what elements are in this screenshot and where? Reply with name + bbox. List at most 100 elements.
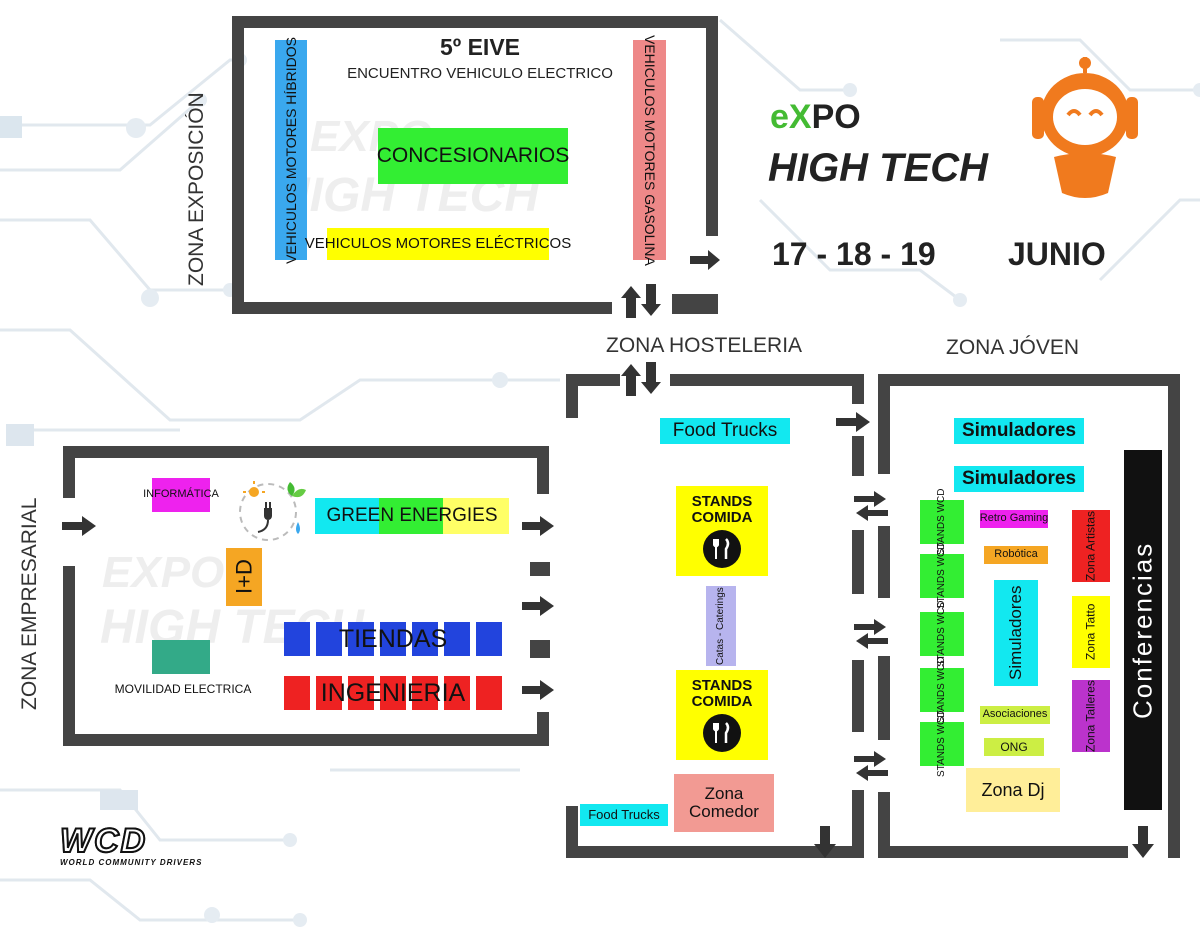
stand-wcd-2[interactable]: STANDS WCD bbox=[920, 543, 964, 609]
arrow-right-icon bbox=[522, 680, 554, 700]
event-month: JUNIO bbox=[1008, 236, 1106, 272]
wall bbox=[566, 806, 578, 858]
wall bbox=[672, 294, 718, 314]
wall bbox=[232, 16, 244, 314]
stand-simuladores-2[interactable]: Simuladores bbox=[954, 466, 1084, 492]
arrow-down-icon bbox=[1132, 826, 1154, 858]
wall bbox=[706, 16, 718, 236]
arrow-exchange-icon bbox=[854, 491, 888, 521]
arrow-right-icon bbox=[836, 412, 870, 432]
stand-food-trucks-top[interactable]: Food Trucks bbox=[660, 418, 790, 444]
stand-label: VEHICULOS MOTORES HÍBRIDOS bbox=[282, 36, 299, 264]
stand-robotica[interactable]: Robótica bbox=[984, 546, 1048, 564]
arrow-exchange-icon bbox=[854, 751, 888, 781]
hightech-logo: HIGH TECH bbox=[768, 146, 988, 190]
wall bbox=[63, 566, 75, 746]
stand-wcd-5[interactable]: STANDS WCD bbox=[920, 711, 964, 777]
wall bbox=[878, 374, 890, 474]
wall bbox=[878, 846, 1128, 858]
wall bbox=[566, 374, 578, 418]
stand-informatica[interactable]: INFORMÁTICA bbox=[143, 478, 219, 512]
wall bbox=[852, 790, 864, 858]
wall bbox=[878, 792, 890, 858]
stand-label: STANDS COMIDA bbox=[691, 677, 753, 710]
wall bbox=[63, 446, 75, 498]
arrow-updown-icon bbox=[621, 284, 661, 318]
wall bbox=[530, 640, 550, 658]
zona-empresarial-label: ZONA EMPRESARIAL bbox=[18, 497, 41, 710]
stand-vehiculos-gasolina[interactable]: VEHICULOS MOTORES GASOLINA bbox=[633, 35, 666, 265]
wall bbox=[537, 446, 549, 494]
green-energy-icon bbox=[239, 481, 306, 541]
wall bbox=[537, 712, 549, 746]
stand-comida-2[interactable]: STANDS COMIDA bbox=[676, 670, 768, 760]
stand-ong[interactable]: ONG bbox=[984, 738, 1044, 756]
zona-tatto[interactable]: Zona Tatto bbox=[1072, 596, 1110, 668]
wall bbox=[852, 660, 864, 732]
zona-talleres[interactable]: Zona Talleres bbox=[1072, 680, 1110, 752]
arrow-down-icon bbox=[814, 826, 836, 858]
wall bbox=[530, 562, 550, 576]
stand-asociaciones[interactable]: Asociaciones bbox=[980, 706, 1050, 724]
arrow-right-icon bbox=[522, 516, 554, 536]
stand-wcd-4[interactable]: STANDS WCD bbox=[920, 657, 964, 723]
robot-mascot-icon bbox=[1032, 57, 1138, 198]
stand-movilidad-electrica[interactable] bbox=[152, 640, 210, 674]
movilidad-electrica-label: MOVILIDAD ELECTRICA bbox=[114, 681, 252, 696]
stand-simuladores-vertical[interactable]: Simuladores bbox=[994, 580, 1038, 686]
wall bbox=[63, 734, 549, 746]
stand-retro-gaming[interactable]: Retro Gaming bbox=[980, 510, 1048, 528]
stand-vehiculos-electricos[interactable]: VEHICULOS MOTORES ELÉCTRICOS bbox=[305, 228, 571, 260]
stand-simuladores-1[interactable]: Simuladores bbox=[954, 418, 1084, 444]
arrow-right-icon bbox=[690, 250, 720, 270]
stand-label: STANDS COMIDA bbox=[691, 493, 753, 526]
wall bbox=[232, 302, 612, 314]
wall bbox=[878, 374, 1180, 386]
wall bbox=[878, 526, 890, 598]
expo-logo: eXPO bbox=[770, 98, 861, 137]
arrow-right-icon bbox=[62, 516, 96, 536]
wall bbox=[852, 530, 864, 594]
wcd-logo: WCD WORLD COMMUNITY DRIVERS bbox=[59, 823, 260, 872]
wall bbox=[566, 846, 864, 858]
stand-green-energies[interactable]: GREEN ENERGIES bbox=[315, 498, 509, 534]
zona-artistas[interactable]: Zona Artistas bbox=[1072, 510, 1110, 582]
wall bbox=[670, 374, 864, 386]
stand-concesionarios[interactable]: CONCESIONARIOS bbox=[377, 128, 569, 184]
wall bbox=[852, 436, 864, 476]
stand-catas-caterings[interactable]: Catas - Caterings bbox=[706, 586, 736, 666]
stand-food-trucks-bottom[interactable]: Food Trucks bbox=[580, 804, 668, 826]
eive-subtitle: ENCUENTRO VEHICULO ELECTRICO bbox=[347, 65, 613, 83]
wall bbox=[63, 446, 549, 458]
expo-e: e bbox=[770, 98, 789, 136]
wall bbox=[566, 374, 620, 386]
cutlery-icon bbox=[703, 529, 741, 568]
stand-ingenieria[interactable]: INGENIERIA bbox=[284, 676, 502, 710]
eive-title: 5º EIVE bbox=[440, 33, 520, 60]
expo-x: X bbox=[788, 98, 812, 136]
zona-hosteleria-label: ZONA HOSTELERIA bbox=[606, 334, 803, 357]
wall bbox=[1168, 374, 1180, 858]
wall bbox=[878, 656, 890, 740]
zona-joven-label: ZONA JÓVEN bbox=[946, 336, 1080, 359]
expo-po: PO bbox=[811, 98, 861, 136]
stand-comida-1[interactable]: STANDS COMIDA bbox=[676, 486, 768, 576]
arrow-exchange-icon bbox=[854, 619, 888, 649]
stand-vehiculos-hibridos[interactable]: VEHICULOS MOTORES HÍBRIDOS bbox=[275, 37, 307, 263]
event-dates: 17 - 18 - 19 bbox=[772, 236, 936, 272]
wall bbox=[232, 16, 718, 28]
wcd-tagline: WORLD COMMUNITY DRIVERS bbox=[60, 858, 203, 867]
zona-exposicion-label: ZONA EXPOSICIÓN bbox=[185, 92, 208, 286]
zona-comedor[interactable]: Zona Comedor bbox=[674, 774, 774, 832]
stand-wcd-1[interactable]: STANDS WCD bbox=[920, 489, 964, 555]
zona-dj[interactable]: Zona Dj bbox=[966, 768, 1060, 812]
wall bbox=[852, 374, 864, 404]
stand-tiendas[interactable]: TIENDAS bbox=[284, 622, 502, 656]
arrow-right-icon bbox=[522, 596, 554, 616]
zona-conferencias[interactable]: Conferencias bbox=[1124, 450, 1162, 810]
stand-i-mas-d[interactable]: I+D bbox=[226, 548, 262, 606]
arrow-updown-icon bbox=[621, 362, 661, 396]
stand-wcd-3[interactable]: STANDS WCD bbox=[920, 601, 964, 667]
wcd-logo-text: WCD bbox=[59, 823, 260, 859]
